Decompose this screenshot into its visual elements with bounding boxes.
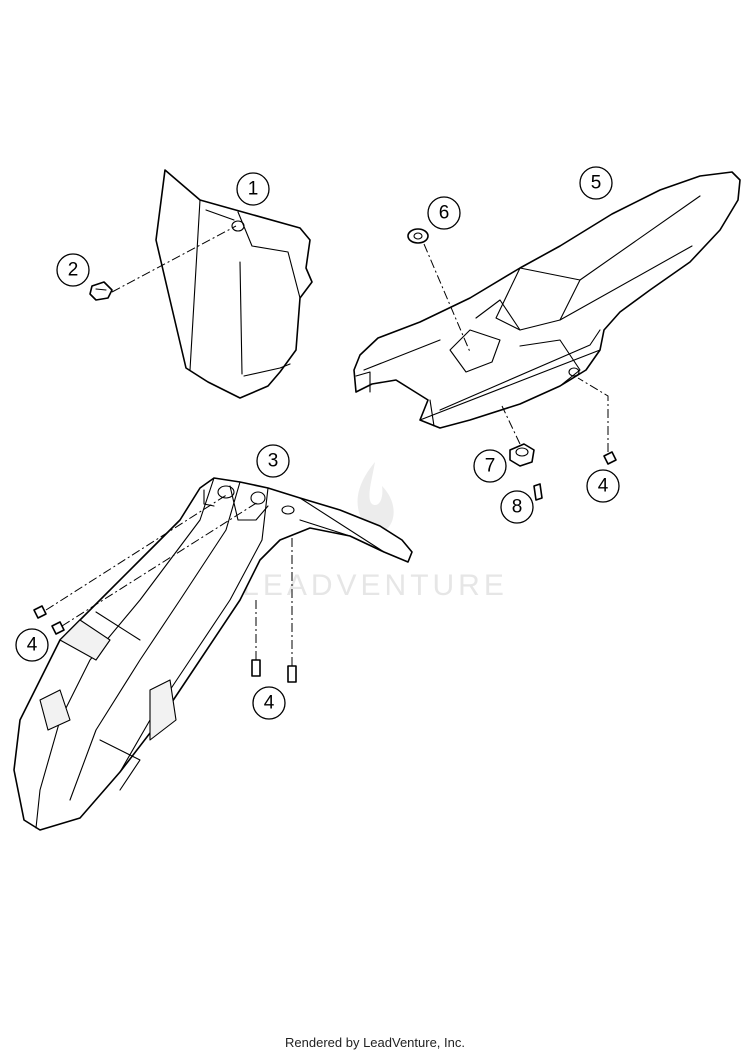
callout-6-label: 6 xyxy=(439,203,450,224)
leader-line-7 xyxy=(501,405,521,445)
grommet-part-6 xyxy=(407,228,429,244)
callout-7-label: 7 xyxy=(485,456,496,477)
watermark: LEADVENTURE xyxy=(242,462,508,602)
callout-4-front-left: 4 xyxy=(15,628,49,662)
callout-3-label: 3 xyxy=(268,451,279,472)
callout-7: 7 xyxy=(473,449,507,483)
callout-2: 2 xyxy=(56,253,90,287)
leader-line-4-rear xyxy=(577,377,609,452)
screw-part-4-front-lower-a xyxy=(251,659,261,677)
screw-part-2 xyxy=(89,281,113,301)
leader-line-4-front-a xyxy=(45,493,229,611)
leader-line-2 xyxy=(111,225,237,293)
bushing-part-7 xyxy=(509,443,535,467)
callout-3: 3 xyxy=(256,444,290,478)
callout-1: 1 xyxy=(236,172,270,206)
number-plate-part xyxy=(155,169,313,399)
callout-4-front-lower: 4 xyxy=(252,686,286,720)
watermark-flame-icon xyxy=(357,462,394,533)
callout-4-front-lower-label: 4 xyxy=(264,693,275,714)
screw-part-4-rear xyxy=(603,451,617,465)
screw-part-4-front-left-b xyxy=(51,621,65,635)
leader-line-4-front-b xyxy=(61,501,259,627)
callout-4-rear: 4 xyxy=(586,469,620,503)
footer-credit: Rendered by LeadVenture, Inc. xyxy=(285,1035,465,1050)
screw-part-4-front-left-a xyxy=(33,605,47,619)
callout-1-label: 1 xyxy=(248,179,259,200)
front-fender-part xyxy=(13,477,413,831)
callout-6: 6 xyxy=(427,196,461,230)
screw-part-4-front-lower-b xyxy=(287,665,297,683)
bolt-part-8 xyxy=(533,483,543,501)
watermark-text: LEADVENTURE xyxy=(242,569,508,602)
callout-4-rear-label: 4 xyxy=(598,476,609,497)
rear-fender-part xyxy=(353,171,741,429)
callout-5-label: 5 xyxy=(591,173,602,194)
callout-8: 8 xyxy=(500,490,534,524)
callout-8-label: 8 xyxy=(512,497,523,518)
callout-4-front-left-label: 4 xyxy=(27,635,38,656)
callout-5: 5 xyxy=(579,166,613,200)
leader-line-6 xyxy=(423,243,471,353)
callout-2-label: 2 xyxy=(68,260,79,281)
